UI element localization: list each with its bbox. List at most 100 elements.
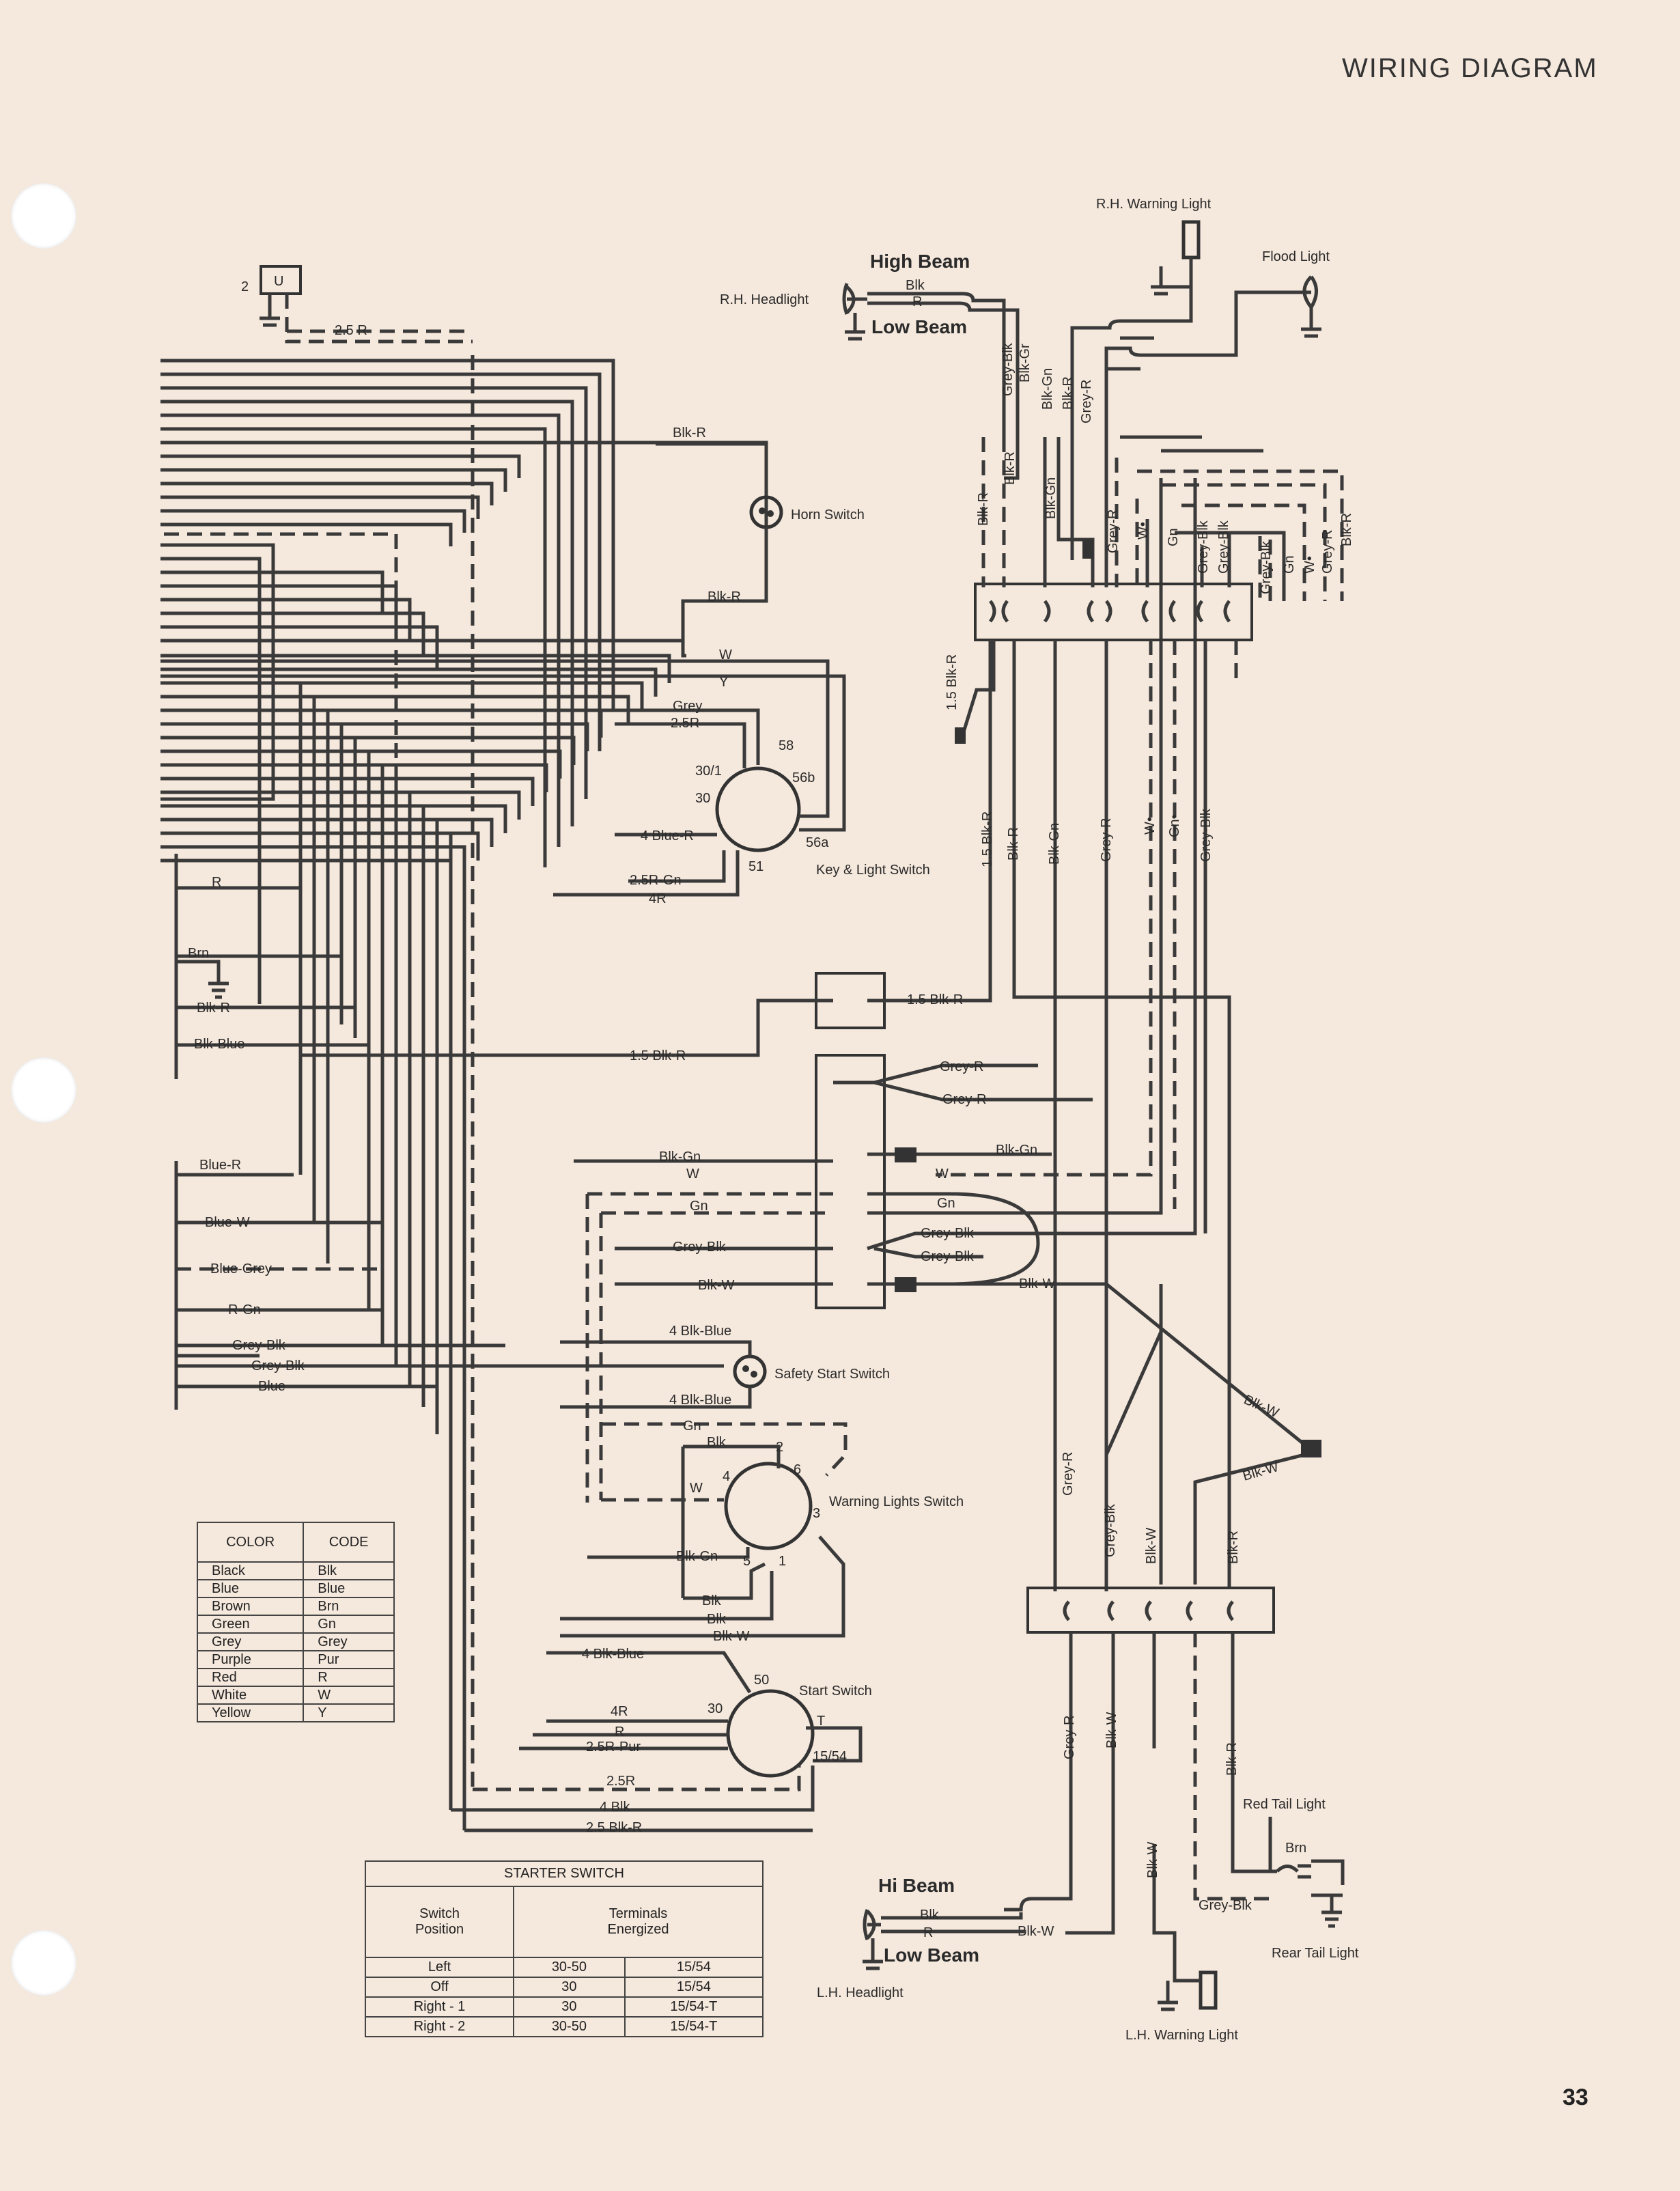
svg-text:Grey-Blk: Grey-Blk (921, 1226, 975, 1241)
page-title: WIRING DIAGRAM (1342, 53, 1598, 83)
svg-text:3: 3 (813, 1506, 820, 1521)
svg-text:Blk-Gn: Blk-Gn (659, 1149, 701, 1164)
svg-text:Blk-W: Blk-W (713, 1629, 749, 1644)
svg-text:Blk-Blue: Blk-Blue (194, 1037, 244, 1052)
svg-text:51: 51 (748, 859, 764, 874)
svg-text:Grey-R: Grey-R (1061, 1452, 1076, 1496)
svg-text:2.5R-Pur: 2.5R-Pur (586, 1740, 641, 1755)
svg-text:Blk-Gn: Blk-Gn (1047, 823, 1062, 865)
svg-text:4 Blk-Blue: 4 Blk-Blue (582, 1647, 644, 1662)
svg-text:4 Blk: 4 Blk (600, 1800, 630, 1815)
svg-text:Hi Beam: Hi Beam (878, 1875, 955, 1896)
svg-text:Blk: Blk (707, 1612, 727, 1627)
svg-text:Grey-R: Grey-R (1079, 380, 1094, 423)
svg-text:1: 1 (779, 1554, 786, 1569)
svg-text:Grey-R: Grey-R (940, 1059, 983, 1074)
svg-text:Blk-Gn: Blk-Gn (676, 1549, 718, 1564)
svg-text:4R: 4R (611, 1704, 628, 1719)
svg-text:U: U (274, 274, 283, 289)
svg-text:Key & Light Switch: Key & Light Switch (816, 863, 930, 878)
svg-text:Gn•: Gn• (1167, 814, 1182, 837)
svg-text:Brn: Brn (1285, 1841, 1306, 1856)
color-header: COLOR (196, 1522, 305, 1563)
svg-text:R: R (912, 294, 922, 309)
rear-tail-light: Brn Grey-Blk Red Tail Light Rear Tail Li… (1199, 1797, 1359, 1961)
svg-text:4: 4 (723, 1469, 730, 1484)
svg-text:Blk-Gn: Blk-Gn (1044, 477, 1059, 519)
svg-text:Blk-W: Blk-W (1145, 1842, 1160, 1878)
start-switch: 4 Blk-Blue 4R R 2.5R-Pur 2.5R 4 Blk 2.5 … (451, 1647, 872, 1835)
svg-text:Grey-Blk: Grey-Blk (673, 1240, 727, 1255)
svg-text:High Beam: High Beam (870, 251, 970, 272)
rh-lights: Blk R High Beam Low Beam R.H. Headlight … (720, 197, 1330, 437)
svg-text:R: R (615, 1725, 624, 1740)
svg-text:56a: 56a (806, 835, 829, 850)
warning-lights-switch: Blk Gn W Blk-Gn Blk Blk Blk-W 2 6 4 3 5 … (560, 1419, 964, 1644)
top-vertical-labels: Grey-Blk Blk-Gr Blk-Gn Blk-R Grey-R (1000, 342, 1094, 423)
svg-text:W: W (719, 647, 732, 662)
svg-text:Blk-R: Blk-R (1339, 513, 1354, 546)
svg-text:1.5 Blk-R: 1.5 Blk-R (630, 1048, 686, 1063)
svg-text:Blue-Grey: Blue-Grey (210, 1261, 272, 1276)
svg-text:W: W (690, 1481, 703, 1496)
svg-text:Gn: Gn (1282, 555, 1297, 574)
svg-text:Horn Switch: Horn Switch (791, 507, 865, 522)
left-harness (160, 329, 768, 1830)
svg-text:Brn: Brn (188, 946, 209, 961)
svg-text:L.H. Warning Light: L.H. Warning Light (1125, 2028, 1238, 2043)
svg-text:30: 30 (708, 1701, 723, 1716)
svg-text:2: 2 (776, 1440, 783, 1455)
center-connectors: 1.5 Blk-R 1.5 Blk-R Grey-R Grey-R Blk-Gn… (300, 478, 1197, 1503)
svg-text:W•: W• (1136, 522, 1151, 540)
svg-text:4 Blk-Blue: 4 Blk-Blue (669, 1324, 731, 1339)
svg-text:Flood Light: Flood Light (1262, 249, 1330, 264)
svg-text:Warning Lights Switch: Warning Lights Switch (829, 1494, 964, 1509)
svg-text:Grey-Blk: Grey-Blk (921, 1249, 975, 1264)
svg-text:Grey-Blk: Grey-Blk (1000, 342, 1016, 396)
svg-text:W: W (686, 1167, 699, 1182)
svg-text:T: T (817, 1714, 825, 1729)
svg-text:Rear Tail Light: Rear Tail Light (1272, 1946, 1359, 1961)
svg-text:30/1: 30/1 (695, 764, 722, 779)
svg-text:Gn: Gn (690, 1199, 708, 1214)
svg-text:2.5R: 2.5R (606, 1774, 635, 1789)
svg-text:2.5 Blk-R: 2.5 Blk-R (586, 1820, 642, 1835)
svg-text:Grey-R: Grey-R (942, 1092, 986, 1107)
svg-text:Red Tail Light: Red Tail Light (1243, 1797, 1326, 1812)
svg-text:Grey: Grey (673, 699, 702, 714)
svg-text:6: 6 (794, 1462, 801, 1477)
svg-text:2: 2 (241, 279, 249, 294)
svg-text:Blk: Blk (920, 1908, 940, 1923)
svg-text:Grey-R: Grey-R (1099, 818, 1114, 862)
svg-text:Grey-Blk: Grey-Blk (251, 1358, 305, 1373)
right-lower-terminal: Grey-R Grey-Blk Blk-W Blk-R Grey-R Blk-W… (1004, 1452, 1277, 1967)
svg-text:R: R (212, 875, 221, 890)
svg-text:Gn: Gn (937, 1196, 955, 1211)
svg-text:2.5R: 2.5R (671, 716, 699, 731)
svg-text:L.H. Headlight: L.H. Headlight (817, 1985, 904, 2000)
svg-text:W•: W• (1143, 817, 1158, 835)
left-connector-branches (174, 854, 724, 1410)
svg-text:Y: Y (719, 675, 728, 690)
svg-text:Blk: Blk (906, 278, 925, 293)
svg-text:2.5 R: 2.5 R (335, 323, 367, 338)
switch-position-header: Switch Position (364, 1886, 515, 1958)
svg-text:Blk-R: Blk-R (1226, 1531, 1241, 1564)
key-light-switch: W Y Grey 2.5R 4 Blue-R 2.5R-Gn 4R 30/1 3… (160, 647, 930, 906)
svg-text:4 Blue-R: 4 Blue-R (641, 828, 694, 843)
svg-text:W•: W• (1302, 556, 1317, 574)
svg-text:Blue-R: Blue-R (199, 1158, 241, 1173)
left-wire-labels: R Brn Blk-R Blk-Blue Blue-R Blue-W Blue-… (188, 875, 305, 1394)
svg-text:Blk-W: Blk-W (1104, 1712, 1119, 1748)
svg-text:56b: 56b (792, 770, 815, 785)
binder-hole-top (11, 183, 76, 249)
svg-text:R-Gn: R-Gn (228, 1302, 261, 1317)
svg-text:Blk-R: Blk-R (673, 425, 706, 441)
